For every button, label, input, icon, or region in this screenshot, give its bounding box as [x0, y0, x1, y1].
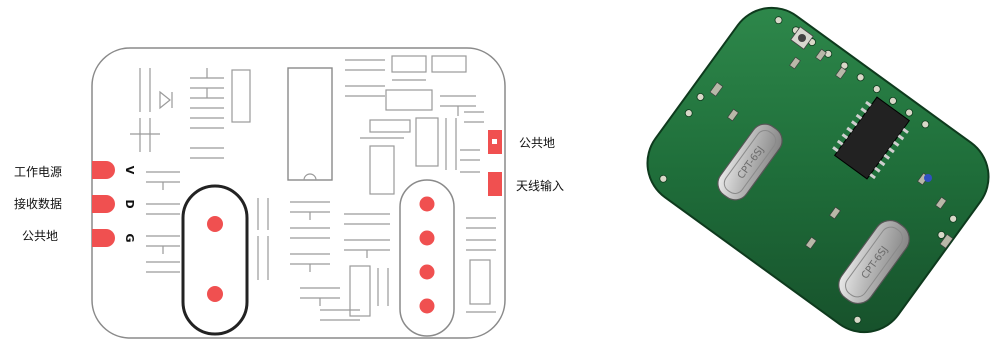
smd-components [709, 48, 954, 250]
silkscreen-components [130, 55, 496, 321]
pin-letter-d: D [123, 199, 136, 208]
pcb-board [646, 6, 990, 334]
blue-component [924, 174, 932, 182]
label-data: 接收数据 [14, 196, 62, 211]
pcb-layout-diagram: 工作电源 接收数据 公共地 V D G 公共地 天线输入 [14, 47, 564, 339]
label-ground-right: 公共地 [519, 136, 555, 150]
board-outline [91, 47, 506, 339]
pin-v: V [92, 161, 136, 179]
crystal-footprint-2 [399, 179, 455, 337]
module-photo: CPT-6SJ CPT-6SJ [646, 6, 990, 334]
pin-letter-v: V [123, 166, 136, 175]
crystal-1: CPT-6SJ [717, 123, 783, 201]
label-ground-left: 公共地 [22, 229, 58, 243]
pin-d: D [92, 195, 136, 213]
crystal-footprint-1 [181, 184, 249, 336]
ic-chip [832, 96, 911, 180]
crystal-2: CPT-6SJ [838, 219, 910, 305]
label-antenna-input: 天线输入 [516, 178, 564, 193]
trimmer [790, 26, 814, 50]
label-power: 工作电源 [14, 165, 62, 179]
pin-letter-g: G [123, 233, 136, 242]
pin-g: G [92, 229, 136, 247]
pad-antenna [488, 172, 502, 196]
